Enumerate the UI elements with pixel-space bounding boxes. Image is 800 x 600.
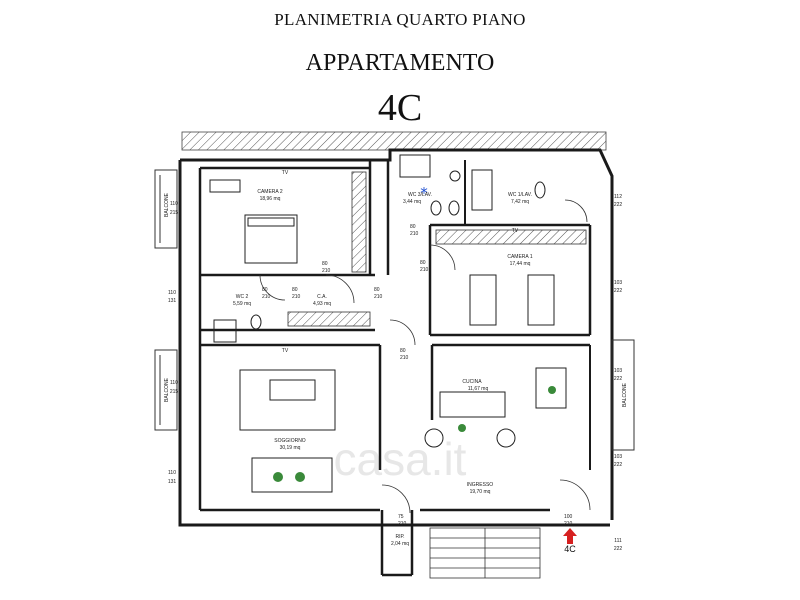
- room-area-wc2: 5,59 mq: [233, 301, 251, 307]
- room-area-rip: 2,04 mq: [391, 541, 409, 547]
- plan-title: PLANIMETRIA QUARTO PIANO: [274, 10, 526, 29]
- room-name-cucina: CUCINA: [462, 379, 482, 385]
- room-name-wc2: WC 2: [236, 294, 249, 300]
- room-area-camera1: 17,44 mq: [510, 261, 531, 267]
- dim-right-1a: 112: [614, 194, 622, 200]
- dim-right-4a: 103: [614, 454, 623, 460]
- room-area-wc3: 3,44 mq: [403, 199, 421, 205]
- sofa-soggiorno: [239, 369, 336, 431]
- watermark: casa.it: [334, 433, 467, 485]
- armchairs: [424, 428, 516, 448]
- dim-door-4a: 80: [262, 287, 268, 293]
- dim-right-2a: 103: [614, 280, 623, 286]
- room-name-rip: RIP.: [395, 534, 404, 540]
- dim-door-4b: 210: [262, 294, 271, 300]
- wardrobe-camera2: [351, 171, 367, 273]
- dim-left-3b: 215: [170, 389, 179, 395]
- dim-door-6a: 80: [374, 287, 380, 293]
- apartment-number: 4C: [377, 87, 423, 129]
- room-name-camera2: CAMERA 2: [257, 189, 283, 195]
- dim-left-4a: 110: [168, 470, 176, 476]
- room-name-ingresso: INGRESSO: [467, 482, 494, 488]
- tv-label-camera1: TV: [512, 228, 519, 234]
- dim-right-4b: 222: [614, 462, 623, 468]
- desk-camera2: [209, 179, 241, 193]
- dim-door-9a: 100: [564, 514, 573, 520]
- kitchen-counter: [439, 367, 567, 418]
- dim-door-8b: 210: [398, 521, 407, 527]
- outer-walls: [178, 148, 614, 527]
- entrance-unit-label: 4C: [564, 544, 576, 554]
- dim-right-5b: 222: [614, 546, 623, 552]
- right-balcony: [611, 339, 635, 451]
- tv-label-soggiorno: TV: [282, 348, 289, 354]
- wardrobe-ca: [287, 311, 371, 327]
- dim-left-4b: 131: [168, 479, 177, 485]
- double-bed-camera2: [244, 214, 298, 264]
- wardrobe-camera1: [435, 229, 587, 245]
- dim-right-2b: 222: [614, 288, 623, 294]
- dim-door-5a: 80: [292, 287, 298, 293]
- room-area-wc1: 7,42 mq: [511, 199, 529, 205]
- dim-door-2a: 80: [420, 260, 426, 266]
- bathroom-fixtures: [213, 154, 546, 343]
- room-name-camera1: CAMERA 1: [507, 254, 533, 260]
- entrance-arrow-icon: [563, 528, 577, 544]
- room-name-soggiorno: SOGGIORNO: [274, 438, 306, 444]
- dim-right-1b: 222: [614, 202, 623, 208]
- dim-left-2a: 110: [168, 290, 176, 296]
- plan-subtitle: APPARTAMENTO: [305, 50, 495, 76]
- dim-left-2b: 131: [168, 298, 177, 304]
- room-name-ca: C.A.: [317, 294, 327, 300]
- tv-label-camera2: TV: [282, 170, 289, 176]
- room-area-camera2: 18,96 mq: [260, 196, 281, 202]
- dim-door-5b: 210: [292, 294, 301, 300]
- dim-left-1b: 215: [170, 210, 179, 216]
- dim-door-3a: 80: [322, 261, 328, 267]
- dim-door-1a: 80: [410, 224, 416, 230]
- room-area-ca: 4,93 mq: [313, 301, 331, 307]
- dim-right-5a: 111: [614, 538, 622, 544]
- dim-right-3b: 222: [614, 376, 623, 382]
- dim-right-3a: 103: [614, 368, 623, 374]
- balcone-label-right: BALCONE: [622, 382, 628, 407]
- terrace-hatch: [181, 131, 607, 151]
- dim-door-1b: 210: [410, 231, 419, 237]
- dim-door-9b: 210: [564, 521, 573, 527]
- staircase: [429, 527, 541, 579]
- single-beds-camera1: [469, 274, 555, 326]
- dim-door-8a: 75: [398, 514, 404, 520]
- dim-left-1a: 110: [170, 201, 178, 207]
- dim-left-3a: 110: [170, 380, 178, 386]
- dim-door-3b: 210: [322, 268, 331, 274]
- balcone-label-top: BALCONE: [164, 192, 170, 217]
- room-name-wc3: WC 3/LAV.: [408, 192, 432, 198]
- room-name-wc1: WC 1/LAV.: [508, 192, 532, 198]
- interior-walls: [198, 160, 592, 577]
- dim-door-2b: 210: [420, 267, 429, 273]
- dim-door-7b: 210: [400, 355, 409, 361]
- dim-door-7a: 80: [400, 348, 406, 354]
- star-icon: *: [420, 184, 428, 202]
- room-area-cucina: 11,67 mq: [468, 386, 489, 392]
- plant-icons: [273, 386, 556, 482]
- room-area-ingresso: 19,70 mq: [470, 489, 491, 495]
- left-balconies: [154, 169, 178, 431]
- dim-door-6b: 210: [374, 294, 383, 300]
- dining-table: [251, 457, 333, 493]
- balcone-label-middle: BALCONE: [164, 377, 170, 402]
- door-swings: [259, 199, 591, 514]
- room-area-soggiorno: 30,19 mq: [280, 445, 301, 451]
